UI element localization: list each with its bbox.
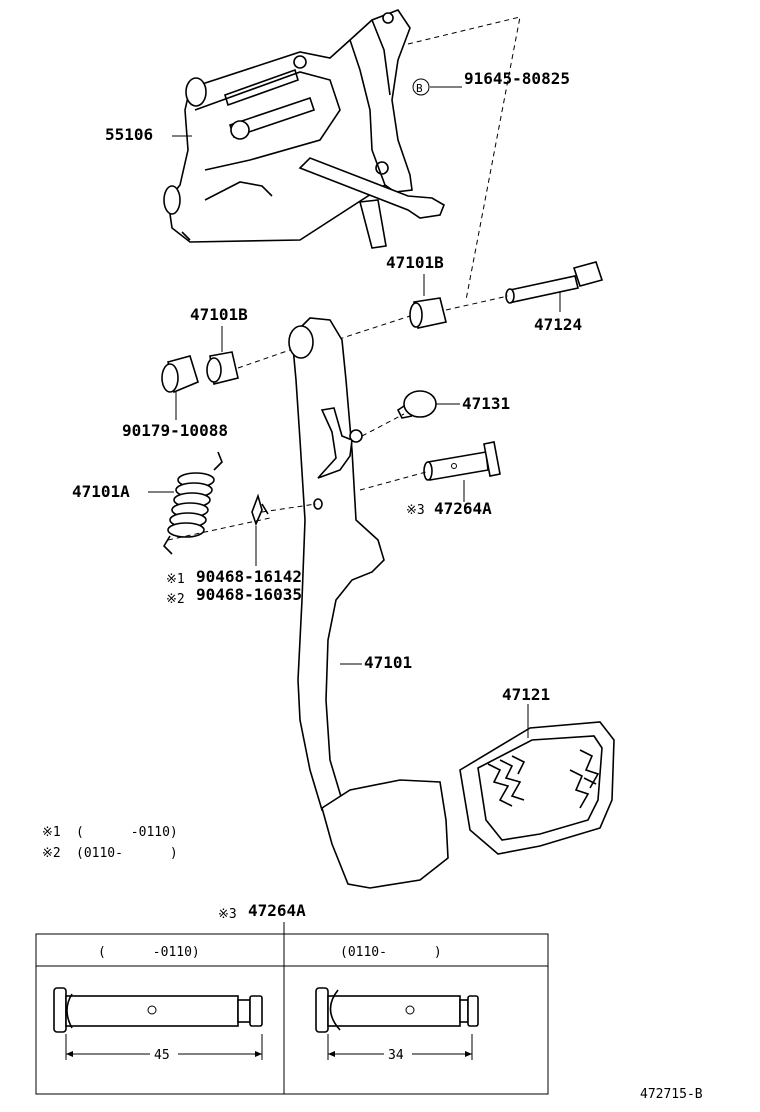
- footnote-1-text: ( -0110): [76, 825, 178, 840]
- footnote-2-mark: ※2: [42, 846, 61, 861]
- pedal-pad-cover: [459, 721, 615, 855]
- bolt-b-marker-circle: [412, 78, 430, 96]
- label-90179-10088: 90179-10088: [122, 421, 228, 440]
- detail-table: [35, 933, 549, 1095]
- footnote-2-text: (0110- ): [76, 846, 178, 861]
- bushing-collar: [161, 355, 199, 394]
- detail-mark: ※3: [218, 907, 237, 922]
- label-47264a: 47264A: [434, 499, 492, 518]
- bushing-right: [409, 297, 447, 329]
- detail-col1-dimension: 45: [154, 1048, 170, 1063]
- detail-col2-dimension: 34: [388, 1048, 404, 1063]
- pin-mark: ※3: [406, 503, 425, 518]
- label-47101: 47101: [364, 653, 412, 672]
- pin-detail-new: [315, 987, 479, 1033]
- label-47121: 47121: [502, 685, 550, 704]
- stopper-47131: [396, 390, 437, 419]
- label-55106: 55106: [105, 125, 153, 144]
- bolt-b-marker: B: [416, 82, 423, 95]
- return-spring: [162, 451, 223, 555]
- label-90468-16142: 90468-16142: [196, 567, 302, 586]
- label-47101a: 47101A: [72, 482, 130, 501]
- clip1-mark: ※1: [166, 572, 185, 587]
- label-47124: 47124: [534, 315, 582, 334]
- footnote-1-mark: ※1: [42, 825, 61, 840]
- pedal-bracket: [163, 9, 445, 249]
- boundary-line: [407, 16, 521, 301]
- clip: [251, 493, 269, 527]
- bushing-left: [206, 351, 239, 385]
- pin-detail-old: [53, 987, 263, 1033]
- pedal-pad-base: [321, 779, 449, 889]
- pin-47264a: [423, 441, 501, 481]
- detail-title: 47264A: [248, 901, 306, 920]
- label-91645-80825: 91645-80825: [464, 69, 570, 88]
- label-47131: 47131: [462, 394, 510, 413]
- label-90468-16035: 90468-16035: [196, 585, 302, 604]
- brake-pedal-arm: [288, 317, 385, 812]
- clip2-mark: ※2: [166, 592, 185, 607]
- figure-code: 472715-B: [640, 1087, 703, 1102]
- label-47101b-left: 47101B: [190, 305, 248, 324]
- bolt-47124: [505, 261, 604, 304]
- detail-col2-header: (0110- ): [340, 945, 442, 960]
- detail-col1-header: ( -0110): [98, 945, 200, 960]
- label-47101b-right: 47101B: [386, 253, 444, 272]
